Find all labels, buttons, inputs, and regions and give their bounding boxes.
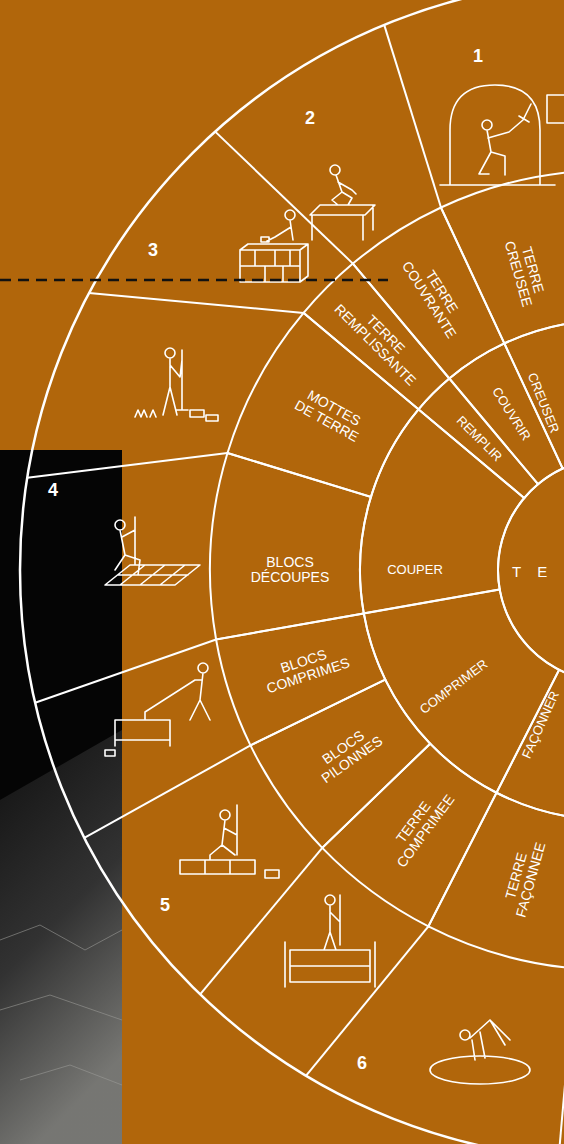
sector-outline (364, 589, 559, 792)
ring-sector: COUPER (358, 407, 528, 617)
sector-outline (210, 453, 371, 639)
covering-illustration (310, 165, 375, 240)
material-label: TERRE COMPRIMEE (379, 780, 460, 874)
ring-sector: BLOCS DÉCOUPES (208, 451, 374, 643)
sector-outline-svg (426, 790, 564, 971)
cut-blocks-illustration (105, 517, 200, 585)
ring-sector: TERRE FAÇONNEE (426, 790, 564, 971)
callout-number: 3 (148, 240, 158, 261)
sector-divider (27, 453, 227, 478)
outer-circle (20, 0, 564, 1144)
material-label: BLOCS DÉCOUPES (247, 555, 333, 586)
photo-panel (0, 450, 122, 1144)
sector-outline (322, 744, 496, 927)
photo-texture (0, 925, 122, 1085)
sector-divider (200, 848, 322, 995)
callout-number: 6 (357, 1053, 367, 1074)
dug-dwelling-illustration (440, 85, 564, 185)
callout-number: 2 (305, 108, 315, 129)
material-label: MOTTES DE TERRE (289, 383, 370, 447)
sector-outline (360, 409, 524, 613)
sector-divider (306, 926, 428, 1075)
sector-outline-svg (208, 451, 374, 643)
technique-verb: COMPRIMER (418, 657, 491, 717)
sector-outline (418, 378, 538, 498)
ring-sector: FAÇONNER (494, 667, 564, 822)
material-label: TERRE FAÇONNEE (498, 833, 551, 924)
sector-divider (84, 745, 250, 838)
technique-verb: REMPLIR (454, 414, 505, 465)
sector-outline (428, 793, 564, 969)
dashed-line (0, 279, 388, 282)
callout-number: 5 (160, 895, 170, 916)
photo-wall (0, 730, 122, 1144)
technique-verb: COUPER (387, 563, 443, 577)
sector-divider (559, 969, 564, 1144)
sector-outline-svg (358, 407, 528, 617)
block-press-illustration (105, 663, 210, 756)
rammed-blocks-illustration (180, 805, 279, 878)
material-label: BLOCS COMPRIMES (256, 640, 355, 698)
sector-outline (216, 613, 385, 745)
ring-sector: TERRE COMPRIMEE (320, 741, 500, 929)
outer-ring-dividers (27, 0, 564, 1144)
material-label: TERRE CREUSEE (499, 231, 550, 313)
callout-number: 4 (48, 480, 58, 501)
rammed-earth-illustration (285, 895, 375, 987)
sector-outline (304, 264, 450, 410)
sector-divider (35, 640, 216, 703)
sector-outline (227, 313, 418, 497)
ring-sector: REMPLIR (416, 376, 541, 501)
hub-text: TE (512, 564, 563, 581)
technique-verb: FAÇONNER (520, 689, 562, 761)
sector-outline (504, 321, 564, 469)
sector-divider (89, 293, 304, 313)
sod-cutting-illustration (135, 348, 218, 421)
sector-divider (384, 25, 441, 208)
illustrations (105, 85, 564, 1084)
ring-sector: MOTTES DE TERRE (225, 310, 422, 500)
ring-sector: TERRE REMPLISSANTE (301, 261, 452, 412)
filling-illustration (240, 210, 308, 282)
sector-divider (215, 132, 353, 264)
callout-number: 1 (473, 46, 483, 67)
shaped-earth-illustration (430, 1020, 530, 1084)
material-label: BLOCS PILONNES (306, 718, 389, 789)
